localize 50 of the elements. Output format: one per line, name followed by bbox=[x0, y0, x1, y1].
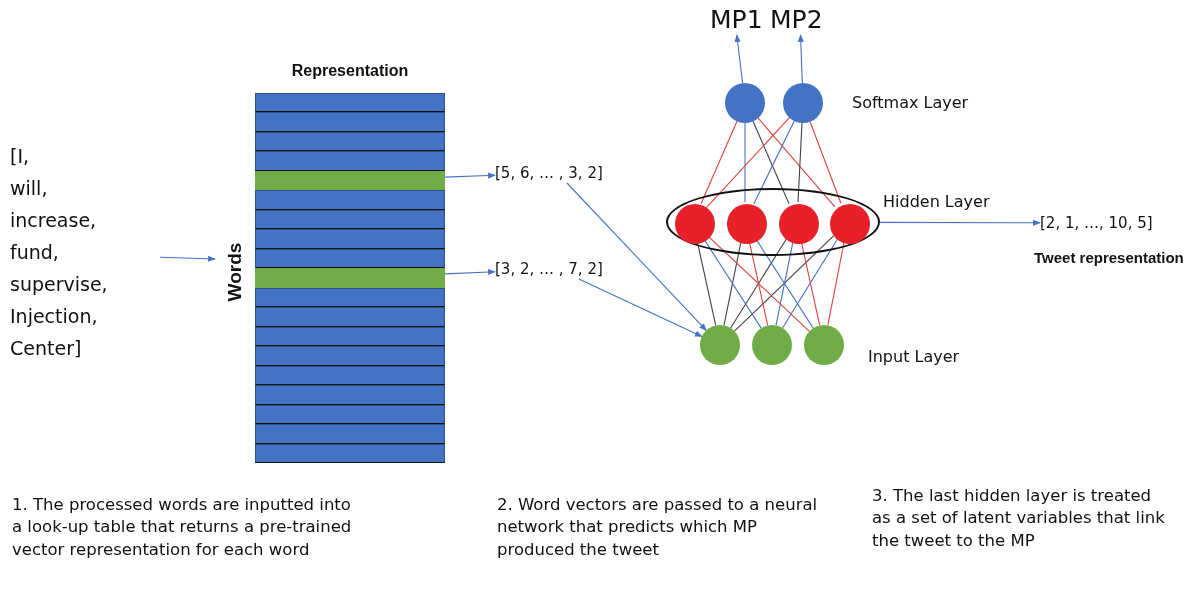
layer-label: Hidden Layer bbox=[883, 191, 991, 213]
connection-line bbox=[730, 238, 787, 329]
connection-line bbox=[706, 117, 790, 208]
output-label: MP1 bbox=[710, 5, 760, 35]
arrow bbox=[566, 182, 707, 331]
connection-line bbox=[775, 241, 794, 326]
step-caption: 1. The processed words are inputted into a look-up table that returns a pre-trained vector representation for each word bbox=[12, 494, 353, 561]
connection-line bbox=[800, 241, 821, 327]
axis-label: Words bbox=[223, 241, 246, 304]
neuron-circle bbox=[752, 325, 792, 365]
neuron-circle bbox=[830, 204, 870, 244]
arrow bbox=[797, 34, 804, 84]
connection-line bbox=[748, 241, 769, 327]
connection-line bbox=[723, 241, 742, 326]
connection-line bbox=[809, 121, 842, 204]
highlighted-row bbox=[255, 268, 445, 288]
connection-line bbox=[797, 122, 803, 203]
arrow bbox=[879, 219, 1041, 226]
neuron-circle bbox=[779, 204, 819, 244]
layer-label: Input Layer bbox=[868, 346, 961, 368]
arrow bbox=[444, 268, 496, 276]
neuron-circle bbox=[804, 325, 844, 365]
arrow bbox=[734, 34, 744, 84]
vector-text: [3, 2, … , 7, 2] bbox=[495, 259, 620, 279]
vector-text: [2, 1, …, 10, 5] bbox=[1040, 213, 1160, 233]
connection-line bbox=[781, 238, 839, 329]
highlighted-row bbox=[255, 170, 445, 191]
connection-line bbox=[700, 120, 738, 205]
table-heading: Representation bbox=[290, 61, 410, 81]
neuron-circle bbox=[783, 83, 823, 123]
neuron-circle bbox=[725, 83, 765, 123]
vector-text: [5, 6, … , 3, 2] bbox=[495, 163, 620, 183]
arrow bbox=[159, 255, 216, 262]
output-label: MP2 bbox=[770, 5, 830, 35]
layer-label: Tweet representation bbox=[1034, 248, 1184, 268]
step-caption: 3. The last hidden layer is treated as a set of latent variables that link the tweet to the MP bbox=[872, 485, 1166, 552]
connection-line bbox=[827, 241, 845, 326]
neuron-circle bbox=[700, 325, 740, 365]
neuron-circle bbox=[727, 204, 767, 244]
connection-line bbox=[757, 117, 836, 208]
step-caption: 2. Word vectors are passed to a neural network that predicts which MP produced the tweet bbox=[497, 494, 819, 561]
arrow bbox=[578, 278, 703, 338]
layer-ellipse bbox=[666, 188, 880, 256]
neuron-circle bbox=[675, 204, 715, 244]
connection-line bbox=[707, 235, 810, 332]
connection-line bbox=[733, 235, 835, 332]
arrow bbox=[444, 172, 496, 179]
connection-line bbox=[744, 122, 746, 203]
word-list: [I, will, increase, fund, supervise, Injection, Center] bbox=[10, 140, 160, 370]
layer-label: Softmax Layer bbox=[852, 92, 970, 114]
